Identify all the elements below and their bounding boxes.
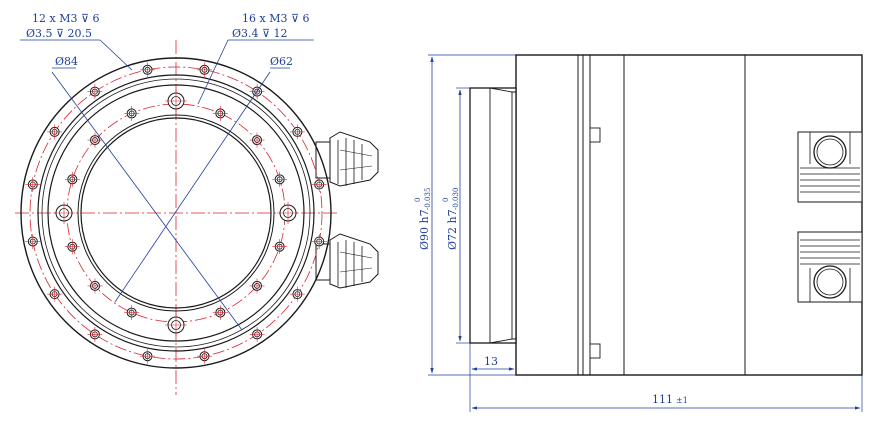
inner-hole <box>124 305 140 321</box>
dia-72-label: Ø72 h7 <box>446 209 459 250</box>
side-gland-lower <box>797 231 863 303</box>
outer-flange-circle <box>20 57 332 369</box>
side-view: Ø90 h7 0 -0.035 Ø72 h7 0 -0.030 13 111 ±… <box>414 54 863 412</box>
bore-circle <box>80 117 272 309</box>
key-tab-lower <box>589 343 601 359</box>
counterbored-hole <box>53 202 75 224</box>
outer-hole <box>311 177 327 193</box>
callout-12-line1: 12 x M3 ⊽ 6 <box>32 12 100 25</box>
side-gland-upper <box>797 131 863 203</box>
callout-12-leader <box>99 39 133 71</box>
inner-hole <box>212 105 228 121</box>
callout-16-line2: Ø3.4 ⊽ 12 <box>232 27 288 40</box>
outer-hole <box>25 233 41 249</box>
inner-hole <box>272 239 288 255</box>
outer-hole <box>47 286 63 302</box>
cable-gland-lower <box>315 233 379 289</box>
inner-hole <box>87 278 103 294</box>
inner-hole <box>64 239 80 255</box>
dia-90-lower-tol: -0.035 <box>424 188 432 210</box>
key-tab-upper <box>589 127 601 143</box>
bore-chamfer-circle <box>77 114 275 312</box>
dia-84-label: Ø84 <box>55 55 78 68</box>
outer-hole <box>87 84 103 100</box>
outer-hole <box>140 348 156 364</box>
outer-hole <box>289 124 305 140</box>
front-view: 12 x M3 ⊽ 6 Ø3.5 ⊽ 20.5 16 x M3 ⊽ 6 Ø3.4… <box>15 12 379 395</box>
outer-hole <box>196 348 212 364</box>
flange-step-circle <box>37 74 315 352</box>
inner-hole <box>124 105 140 121</box>
len-111-label: 111 <box>652 393 673 406</box>
outer-hole <box>249 326 265 342</box>
len-13-label: 13 <box>484 355 498 368</box>
outer-hole <box>47 124 63 140</box>
inner-hole <box>249 132 265 148</box>
dia-90-upper-tol: 0 <box>414 198 422 202</box>
body-circle <box>47 84 305 342</box>
outer-hole <box>289 286 305 302</box>
callout-16-leader <box>197 39 229 105</box>
callout-16-line1: 16 x M3 ⊽ 6 <box>242 12 310 25</box>
dia-90-label: Ø90 h7 <box>418 209 431 250</box>
inner-hole <box>64 171 80 187</box>
inner-bolt-holes <box>64 105 288 321</box>
inner-hole <box>212 305 228 321</box>
counterbored-hole <box>165 314 187 336</box>
inner-hole <box>249 278 265 294</box>
cable-gland-upper <box>315 131 379 187</box>
front-flange <box>469 87 517 344</box>
inner-hole <box>272 171 288 187</box>
dia-62-line <box>114 71 271 303</box>
counterbored-hole <box>277 202 299 224</box>
outer-hole <box>311 233 327 249</box>
len-111-tol: ±1 <box>676 396 688 405</box>
flange-inner-edge <box>41 78 311 348</box>
callout-12-line2: Ø3.5 ⊽ 20.5 <box>26 27 92 40</box>
dia-72-lower-tol: -0.030 <box>452 188 460 210</box>
dia-84-line <box>51 71 243 331</box>
dia-72-upper-tol: 0 <box>442 198 450 202</box>
outer-hole <box>87 326 103 342</box>
outer-hole <box>140 62 156 78</box>
outer-bolt-circle <box>29 66 323 360</box>
dia-62-label: Ø62 <box>270 55 293 68</box>
housing-body <box>515 54 863 376</box>
counterbored-holes <box>53 90 299 336</box>
inner-hole <box>87 132 103 148</box>
outer-bolt-holes <box>25 62 327 364</box>
counterbored-hole <box>165 90 187 112</box>
outer-hole <box>25 177 41 193</box>
outer-hole <box>196 62 212 78</box>
